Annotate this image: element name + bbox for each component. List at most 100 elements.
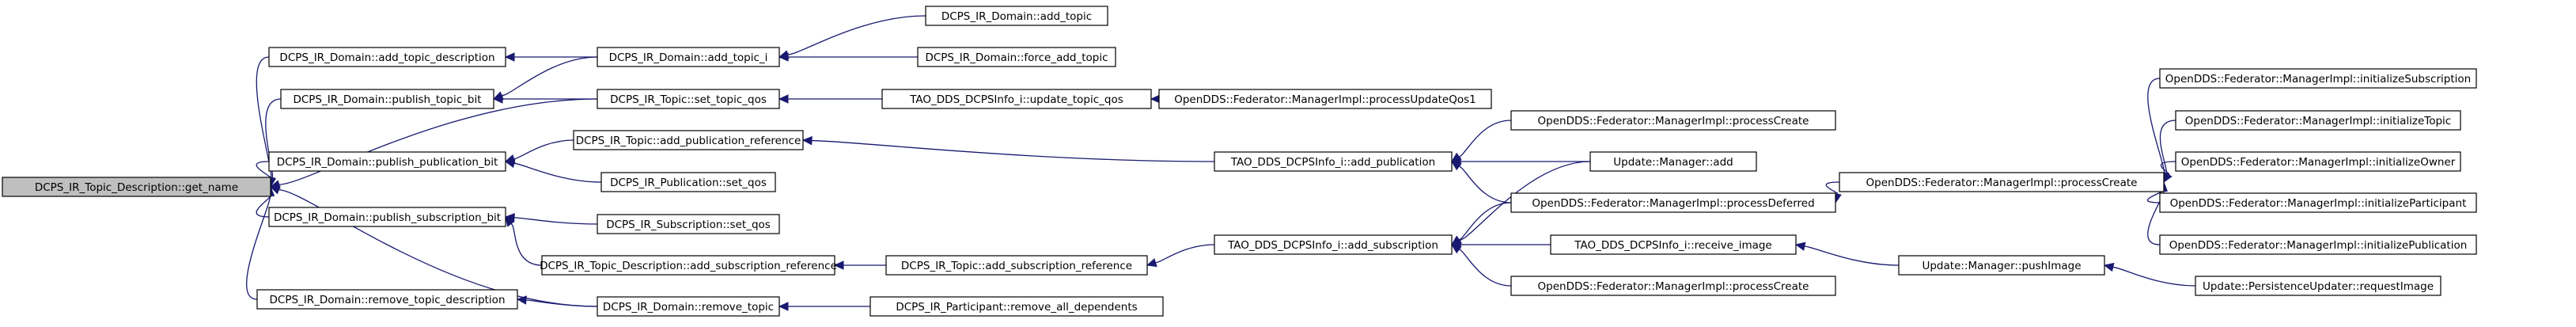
node-n2[interactable]: DCPS_IR_Domain::publish_topic_bit [280, 89, 494, 109]
node-box [1589, 151, 1757, 172]
node-n27[interactable]: Update::Manager::pushImage [1898, 255, 2105, 276]
node-label: OpenDDS::Federator::ManagerImpl::initial… [2170, 197, 2467, 210]
edge-n9-to-n3 [504, 158, 602, 183]
arrowhead-icon [778, 94, 789, 104]
edge-n15-to-n7 [778, 94, 882, 104]
edge-n17-to-n12 [778, 302, 871, 311]
node-n14[interactable]: DCPS_IR_Domain::force_add_topic [917, 47, 1116, 67]
node-n23[interactable]: OpenDDS::Federator::ManagerImpl::process… [1510, 192, 1836, 213]
node-box [2159, 234, 2477, 255]
node-n28[interactable]: OpenDDS::Federator::ManagerImpl::initial… [2159, 68, 2477, 89]
edge-line [278, 189, 598, 307]
node-box [925, 6, 1108, 26]
node-box [573, 130, 804, 150]
arrowhead-icon [269, 185, 281, 195]
edge-line [525, 299, 598, 307]
edge-line [1458, 249, 1512, 287]
node-n8[interactable]: DCPS_IR_Topic::add_publication_reference [573, 130, 804, 150]
node-n20[interactable]: TAO_DDS_DCPSInfo_i::add_subscription [1214, 234, 1453, 255]
edge-line [256, 56, 272, 179]
node-n3[interactable]: DCPS_IR_Domain::publish_publication_bit [268, 151, 506, 172]
node-box [2195, 276, 2442, 296]
node-box [2, 177, 271, 197]
node-n10[interactable]: DCPS_IR_Subscription::set_qos [597, 214, 780, 234]
edge-line [2161, 161, 2176, 176]
edge-n13-to-n6 [778, 15, 926, 59]
edge-n33-to-n27 [2103, 262, 2196, 287]
node-n25[interactable]: OpenDDS::Federator::ManagerImpl::process… [1510, 276, 1836, 296]
node-n13[interactable]: DCPS_IR_Domain::add_topic [925, 6, 1108, 26]
node-n9[interactable]: DCPS_IR_Publication::set_qos [600, 172, 776, 192]
node-label: Update::Manager::add [1613, 156, 1733, 169]
arrowhead-icon [778, 302, 789, 311]
arrowhead-icon [1794, 241, 1806, 251]
node-box [1839, 172, 2165, 192]
node-label: DCPS_IR_Topic::set_topic_qos [610, 93, 767, 106]
arrowhead-icon [2103, 262, 2115, 272]
edge-n6-to-n1 [504, 52, 597, 62]
node-n4[interactable]: DCPS_IR_Domain::publish_subscription_bit [268, 207, 506, 227]
node-box [1214, 151, 1453, 172]
arrowhead-icon [778, 52, 789, 62]
node-n24[interactable]: TAO_DDS_DCPSInfo_i::receive_image [1550, 234, 1797, 255]
node-label: TAO_DDS_DCPSInfo_i::add_publication [1230, 156, 1435, 169]
node-box [268, 47, 506, 67]
edge-n8-to-n3 [504, 139, 574, 164]
arrowhead-icon [801, 135, 813, 146]
edge-n5-to-n0 [246, 185, 275, 300]
node-box [2159, 68, 2477, 89]
node-n29[interactable]: OpenDDS::Federator::ManagerImpl::initial… [2175, 110, 2461, 131]
node-n30[interactable]: OpenDDS::Federator::ManagerImpl::initial… [2175, 151, 2461, 172]
node-n5[interactable]: DCPS_IR_Domain::remove_topic_description [256, 289, 518, 310]
node-label: OpenDDS::Federator::ManagerImpl::process… [1174, 93, 1476, 106]
node-label: Update::PersistenceUpdater::requestImage [2203, 280, 2434, 293]
node-label: OpenDDS::Federator::ManagerImpl::process… [1532, 197, 1814, 210]
node-box [2175, 151, 2461, 172]
node-n21[interactable]: OpenDDS::Federator::ManagerImpl::process… [1510, 110, 1836, 131]
node-label: OpenDDS::Federator::ManagerImpl::process… [1538, 115, 1809, 127]
edge-line [2147, 78, 2165, 174]
node-n26[interactable]: OpenDDS::Federator::ManagerImpl::process… [1839, 172, 2165, 192]
node-n19[interactable]: TAO_DDS_DCPSInfo_i::add_publication [1214, 151, 1453, 172]
edge-n11-to-n4 [505, 216, 543, 266]
node-n17[interactable]: DCPS_IR_Participant::remove_all_dependen… [869, 296, 1164, 317]
edge-line [510, 223, 543, 266]
node-n32[interactable]: OpenDDS::Federator::ManagerImpl::initial… [2159, 234, 2477, 255]
node-box [1550, 234, 1797, 255]
node-box [869, 296, 1164, 317]
node-n22[interactable]: Update::Manager::add [1589, 151, 1757, 172]
node-n0[interactable]: DCPS_IR_Topic_Description::get_name [2, 177, 271, 197]
arrowhead-icon [1150, 94, 1161, 104]
node-label: DCPS_IR_Subscription::set_qos [606, 219, 771, 231]
arrowhead-icon [504, 158, 516, 169]
edges-layer [246, 15, 2196, 311]
node-n18[interactable]: OpenDDS::Federator::ManagerImpl::process… [1158, 89, 1492, 109]
node-n33[interactable]: Update::PersistenceUpdater::requestImage [2195, 276, 2442, 296]
edge-n12-to-n0 [269, 185, 598, 307]
edge-n16-to-n11 [833, 260, 886, 270]
node-n16[interactable]: DCPS_IR_Topic::add_subscription_referenc… [885, 255, 1148, 276]
edge-line [1155, 244, 1215, 264]
node-n31[interactable]: OpenDDS::Federator::ManagerImpl::initial… [2159, 192, 2477, 213]
node-label: OpenDDS::Federator::ManagerImpl::initial… [2185, 115, 2451, 127]
node-n7[interactable]: DCPS_IR_Topic::set_topic_qos [597, 89, 780, 109]
edge-n28-to-n26 [2147, 78, 2169, 184]
node-n6[interactable]: DCPS_IR_Domain::add_topic_i [597, 47, 780, 67]
edge-line [1459, 161, 1591, 241]
node-n11[interactable]: DCPS_IR_Topic_Description::add_subscript… [540, 255, 837, 276]
node-label: DCPS_IR_Domain::add_topic [941, 10, 1092, 23]
node-label: DCPS_IR_Domain::force_add_topic [925, 51, 1108, 64]
node-box [268, 207, 506, 227]
node-n15[interactable]: TAO_DDS_DCPSInfo_i::update_topic_qos [881, 89, 1152, 109]
node-box [2159, 192, 2477, 213]
edge-line [246, 195, 271, 300]
node-n1[interactable]: DCPS_IR_Domain::add_topic_description [268, 47, 506, 67]
arrowhead-icon [1451, 161, 1462, 171]
node-label: TAO_DDS_DCPSInfo_i::update_topic_qos [909, 93, 1123, 106]
arrowhead-icon [1451, 244, 1462, 254]
node-label: DCPS_IR_Domain::publish_subscription_bit [274, 211, 501, 224]
node-n12[interactable]: DCPS_IR_Domain::remove_topic [597, 296, 780, 317]
node-label: DCPS_IR_Participant::remove_all_dependen… [896, 301, 1137, 314]
node-label: OpenDDS::Federator::ManagerImpl::process… [1538, 280, 1809, 293]
